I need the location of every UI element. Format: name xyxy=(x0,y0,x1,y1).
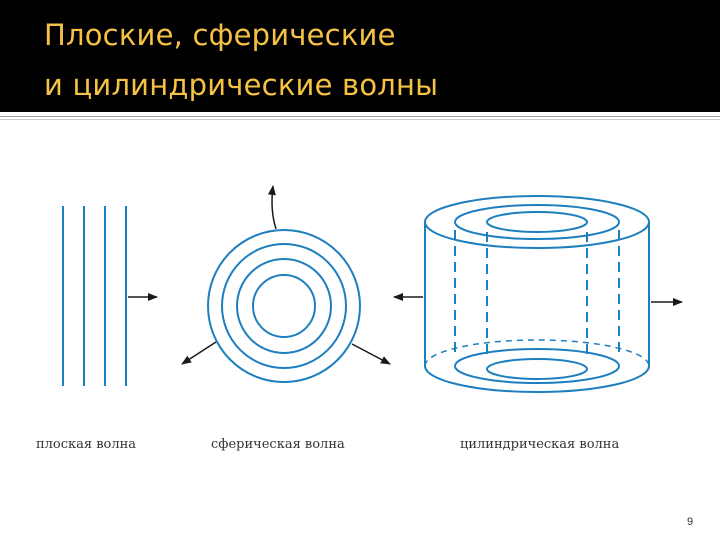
spherical-wavefront-4 xyxy=(252,274,316,338)
spherical-wave-arrow-up xyxy=(267,185,277,230)
spherical-wave-arrow-down-left xyxy=(181,341,217,365)
spherical-wave-caption: сферическая волна xyxy=(211,437,345,452)
cylinder-top-inner-ring xyxy=(486,211,588,233)
cylinder-top-middle-ring xyxy=(454,204,620,240)
cylinder-bottom-outer-ring-back xyxy=(424,339,650,367)
spherical-wave-arrow-down-right xyxy=(351,343,391,365)
spherical-wave xyxy=(207,229,361,383)
spherical-wavefront-1 xyxy=(207,229,361,383)
divider-rule-top xyxy=(0,116,720,117)
cylindrical-wave-caption: цилиндрическая волна xyxy=(460,437,620,452)
spherical-wavefront-2 xyxy=(221,243,347,369)
plane-wave xyxy=(62,206,127,386)
title-bar: Плоские, сферические и цилиндрические во… xyxy=(0,0,720,112)
cylinder-bottom-middle-ring xyxy=(454,348,620,384)
cylinder-bottom-outer-ring xyxy=(424,365,650,393)
slide-title-line-1: Плоские, сферические xyxy=(44,18,396,52)
cylindrical-wave xyxy=(424,195,650,393)
plane-wave-caption: плоская волна xyxy=(36,437,137,452)
page-number: 9 xyxy=(687,516,694,528)
cylinder-top-outer-ring xyxy=(424,195,650,249)
slide-title-line-2: и цилиндрические волны xyxy=(44,68,439,102)
spherical-wavefront-3 xyxy=(236,258,332,354)
cylinder-bottom-inner-ring xyxy=(486,358,588,380)
divider-rule-bottom xyxy=(0,119,720,120)
